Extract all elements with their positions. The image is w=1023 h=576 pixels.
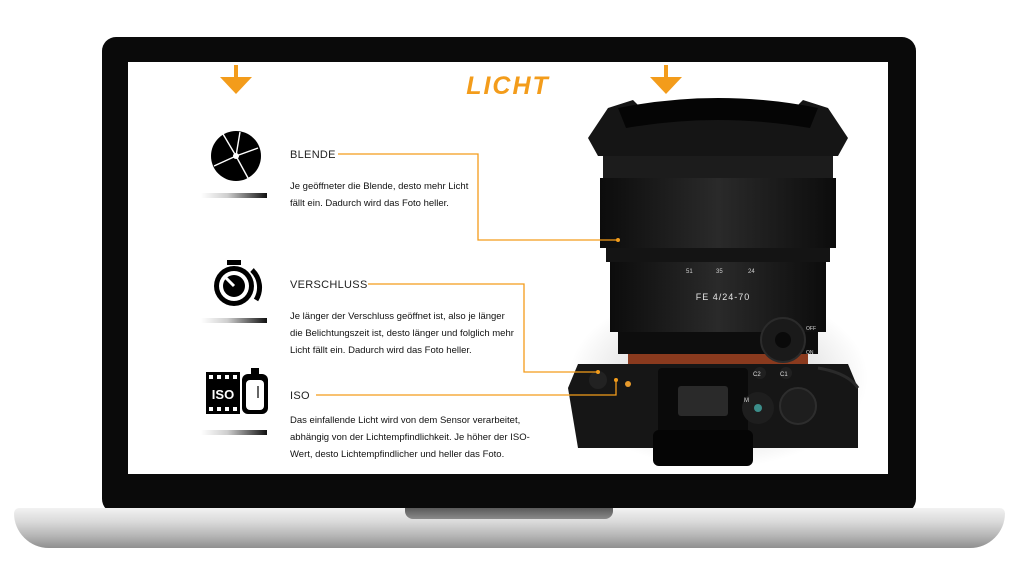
dial-label: OFF (806, 326, 816, 332)
lens-marking: FE 4/24-70 (696, 292, 751, 302)
arrow-down-icon (650, 65, 682, 94)
stopwatch-icon (214, 260, 262, 306)
laptop-notch (405, 508, 613, 519)
leader-lines (316, 153, 620, 396)
section-label-blende: BLENDE (290, 149, 336, 161)
section-text-verschluss: Je länger der Verschluss geöffnet ist, a… (290, 311, 514, 356)
section-label-verschluss: VERSCHLUSS (290, 279, 368, 291)
section-text-blende: Je geöffneter die Blende, desto mehr Lic… (290, 181, 469, 209)
dial-label: ON (806, 350, 814, 356)
focal-mark: 24 (748, 269, 755, 275)
separator-bar (201, 193, 267, 198)
camera-illustration: 51 35 24 FE 4/24-70 C2 C1 M OFF ON (568, 98, 868, 468)
separator-bar (201, 318, 267, 323)
focal-mark: 35 (716, 269, 723, 275)
dial-label: M (744, 398, 749, 404)
dial-label: C2 (753, 372, 761, 378)
section-text-iso: Das einfallende Licht wird von dem Senso… (290, 415, 530, 460)
section-label-iso: ISO (290, 390, 310, 402)
svg-text:ISO: ISO (212, 387, 234, 402)
arrow-down-icon (220, 65, 252, 94)
focal-mark: 51 (686, 269, 693, 275)
aperture-icon (211, 131, 261, 181)
page-title: LICHT (466, 72, 550, 100)
iso-film-icon: ISO (206, 368, 268, 414)
separator-bar (201, 430, 267, 435)
dial-label: C1 (780, 372, 788, 378)
screen: LICHT BLENDE Je geöffneter die Blende, d… (128, 62, 888, 474)
